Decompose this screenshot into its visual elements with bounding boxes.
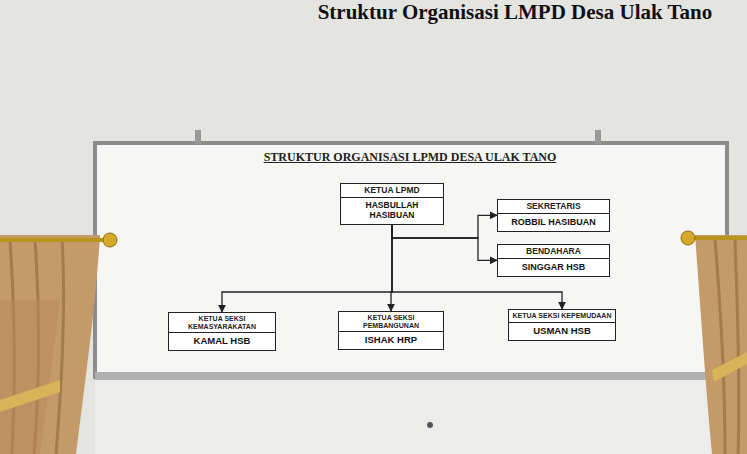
page-caption: Struktur Organisasi LMPD Desa Ulak Tano — [290, 0, 740, 25]
org-box: KETUA SEKSI PEMBANGUNANISHAK HRP — [338, 311, 444, 350]
board-tray — [95, 372, 727, 380]
curtain-shade — [0, 300, 60, 454]
member-name: ROBBIL HASIBUAN — [498, 213, 609, 230]
curtain-rod — [0, 238, 105, 242]
whiteboard — [95, 143, 727, 377]
curtain-rod — [690, 236, 747, 240]
position-title: SEKRETARIS — [498, 200, 609, 213]
position-title: KETUA SEKSI KEMASYARAKATAN — [169, 313, 275, 332]
curtain-fringe — [0, 380, 60, 412]
org-connector — [392, 225, 497, 260]
member-name: ISHAK HRP — [339, 331, 443, 349]
position-title: KETUA SEKSI KEPEMUDAAN — [509, 310, 615, 322]
org-box: BENDAHARASINGGAR HSB — [497, 244, 610, 277]
member-name: HASBULLAH HASIBUAN — [341, 197, 443, 224]
curtain-right — [695, 235, 747, 454]
curtain-left — [0, 235, 100, 454]
board-hook — [595, 130, 601, 144]
board-title: STRUKTUR ORGANISASI LPMD DESA ULAK TANO — [100, 150, 720, 165]
org-box: KETUA SEKSI KEPEMUDAANUSMAN HSB — [508, 309, 616, 341]
position-title: KETUA LPMD — [341, 184, 443, 197]
member-name: KAMAL HSB — [169, 332, 275, 350]
curtain-fringe — [712, 352, 747, 382]
wall-lower — [95, 380, 727, 454]
member-name: USMAN HSB — [509, 322, 615, 340]
rod-finial — [103, 233, 117, 247]
rod-finial — [681, 231, 695, 245]
org-box: KETUA SEKSI KEMASYARAKATANKAMAL HSB — [168, 312, 276, 351]
org-box: KETUA LPMDHASBULLAH HASIBUAN — [340, 183, 444, 225]
member-name: SINGGAR HSB — [498, 258, 609, 275]
position-title: BENDAHARA — [498, 245, 609, 258]
org-connector — [222, 225, 392, 312]
board-hook — [195, 130, 201, 144]
curtain-folds — [715, 240, 739, 454]
nail-dot — [427, 422, 433, 428]
position-title: KETUA SEKSI PEMBANGUNAN — [339, 312, 443, 331]
org-box: SEKRETARISROBBIL HASIBUAN — [497, 199, 610, 232]
